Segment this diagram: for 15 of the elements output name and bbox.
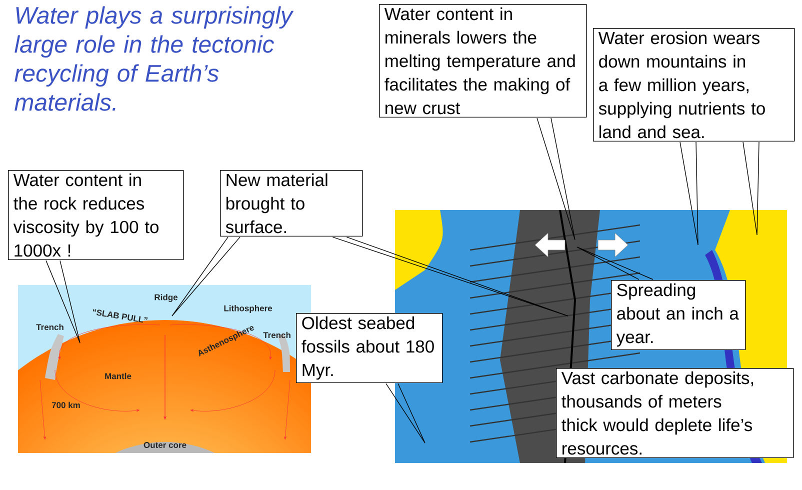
- diagram-label: Lithosphere: [224, 305, 272, 313]
- callout-box: Oldest seabed fossils about 180 Myr.: [296, 313, 443, 384]
- diagram-label: “SLAB PULL”: [92, 308, 148, 323]
- diagram-label: Trench: [36, 324, 64, 330]
- diagram-label: 700 km: [52, 402, 80, 408]
- callout-box: New material brought to surface.: [220, 170, 363, 237]
- callout-box: Water content in minerals lowers the melting temperature and facilitates the making of new crust: [379, 4, 587, 118]
- diagram-label: Outer core: [144, 442, 186, 448]
- callout-box: Vast carbonate deposits, thousands of meters thick would deplete life’s resources.: [556, 368, 794, 458]
- callout-box: Spreading about an inch a year.: [611, 280, 746, 350]
- diagram-label: Mantle: [105, 372, 132, 380]
- callout-box: Water content in the rock reduces viscosity by 100 to 1000x !: [8, 170, 184, 260]
- title: Water plays a surprisingly large role in the tectonic recycling of Earth’s materials.: [14, 6, 294, 111]
- diagram-label: Ridge: [154, 294, 178, 302]
- callout-box: Water erosion wears down mountains in a few million years, supplying nutrients to land and sea.: [593, 28, 795, 142]
